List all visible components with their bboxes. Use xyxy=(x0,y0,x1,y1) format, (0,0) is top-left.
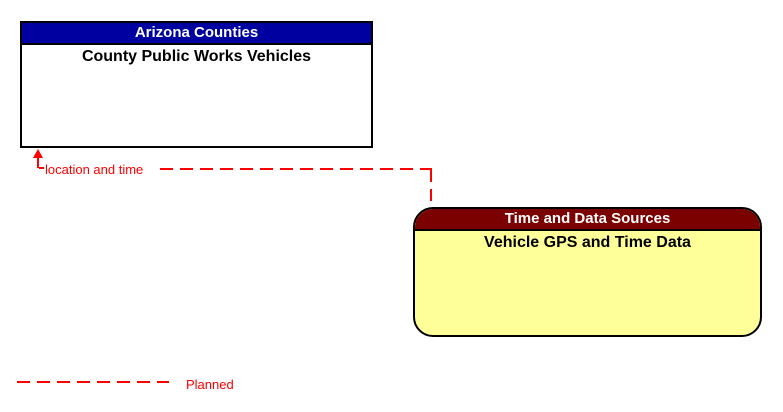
entity-box-county-public-works-vehicles[interactable]: Arizona Counties County Public Works Veh… xyxy=(20,21,373,148)
entity-header-arizona-counties: Arizona Counties xyxy=(22,23,371,45)
flow-arrow-stem xyxy=(37,157,39,168)
entity-label-vehicle-gps-and-time-data: Vehicle GPS and Time Data xyxy=(484,234,691,251)
flow-label-location-and-time: location and time xyxy=(45,162,144,177)
legend-planned-line xyxy=(17,381,169,383)
entity-label-county-public-works-vehicles: County Public Works Vehicles xyxy=(81,48,312,65)
flow-line-vertical-dashed xyxy=(430,170,432,207)
flow-line-horizontal-dashed xyxy=(160,168,432,170)
entity-box-vehicle-gps-and-time-data[interactable]: Time and Data Sources Vehicle GPS and Ti… xyxy=(413,207,762,337)
flow-elbow-tick xyxy=(39,167,44,169)
flow-arrowhead-up-icon xyxy=(33,149,43,158)
entity-header-time-and-data-sources: Time and Data Sources xyxy=(415,209,760,231)
legend-planned-label: Planned xyxy=(186,377,234,392)
